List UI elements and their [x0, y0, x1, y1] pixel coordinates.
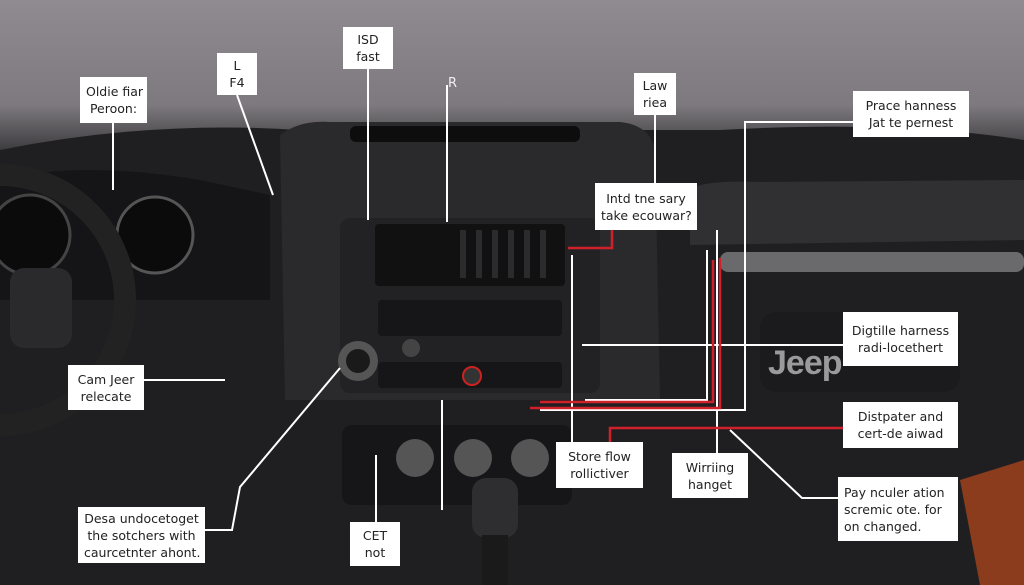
- callout-text: Prace hanness: [865, 98, 957, 113]
- callout-14: CET not: [350, 522, 400, 566]
- callout-text: Pay nculer ation: [844, 484, 945, 500]
- callout-4: Law riea: [634, 73, 676, 115]
- callout-text: Wirriing: [685, 459, 735, 475]
- callout-text: riea: [643, 95, 667, 110]
- callout-text: ISD: [357, 32, 379, 47]
- callout-text: Jat te pernest: [868, 115, 954, 130]
- callout-text: Store flow: [568, 449, 631, 464]
- callout-text: F4: [229, 75, 245, 90]
- callout-text: cert-de aiwad: [857, 426, 944, 441]
- callout-text: on changed.: [844, 518, 922, 534]
- steering-wheel: [0, 164, 136, 436]
- callout-8: Distpater and cert-de aiwad: [843, 402, 958, 448]
- callout-text: Peroon:: [89, 101, 138, 116]
- top-vent: [350, 126, 580, 142]
- callout-text: L: [233, 58, 241, 73]
- callout-text: Intd tne sary: [606, 190, 686, 206]
- callout-text: hanget: [687, 476, 733, 492]
- callout-text: fast: [356, 49, 380, 64]
- callout-text: caurcetnter ahont.: [84, 544, 201, 560]
- callout-text: Distpater and: [857, 409, 944, 424]
- callout-text: relecate: [80, 388, 132, 404]
- callout-text: rollictiver: [570, 466, 629, 481]
- callout-text: take ecouwar?: [601, 207, 692, 223]
- callout-text: Digtille harness: [851, 323, 950, 338]
- callout-3: ISD fast: [343, 27, 393, 69]
- radio-mark: R: [448, 76, 458, 91]
- callout-text: Desa undocetoget: [84, 510, 199, 526]
- callout-text: not: [364, 545, 386, 560]
- callout-10: Store flow rollictiver: [556, 442, 643, 488]
- grab-handle: [690, 180, 1024, 245]
- gear-shifter: [472, 478, 518, 538]
- jeep-logo: Jeep: [768, 344, 842, 382]
- callout-text: radi-locethert: [858, 340, 943, 355]
- callout-text: the sotchers with: [87, 527, 196, 543]
- callout-text: CET: [362, 528, 388, 543]
- callout-2: L F4: [217, 53, 257, 95]
- callout-7: Digtille harness radi-locethert: [843, 312, 958, 366]
- callout-text: Oldie fiar: [86, 84, 144, 99]
- callout-text: Law: [642, 78, 668, 93]
- callout-text: scremic ote. for: [844, 501, 942, 517]
- callout-text: Cam Jeer: [77, 371, 135, 387]
